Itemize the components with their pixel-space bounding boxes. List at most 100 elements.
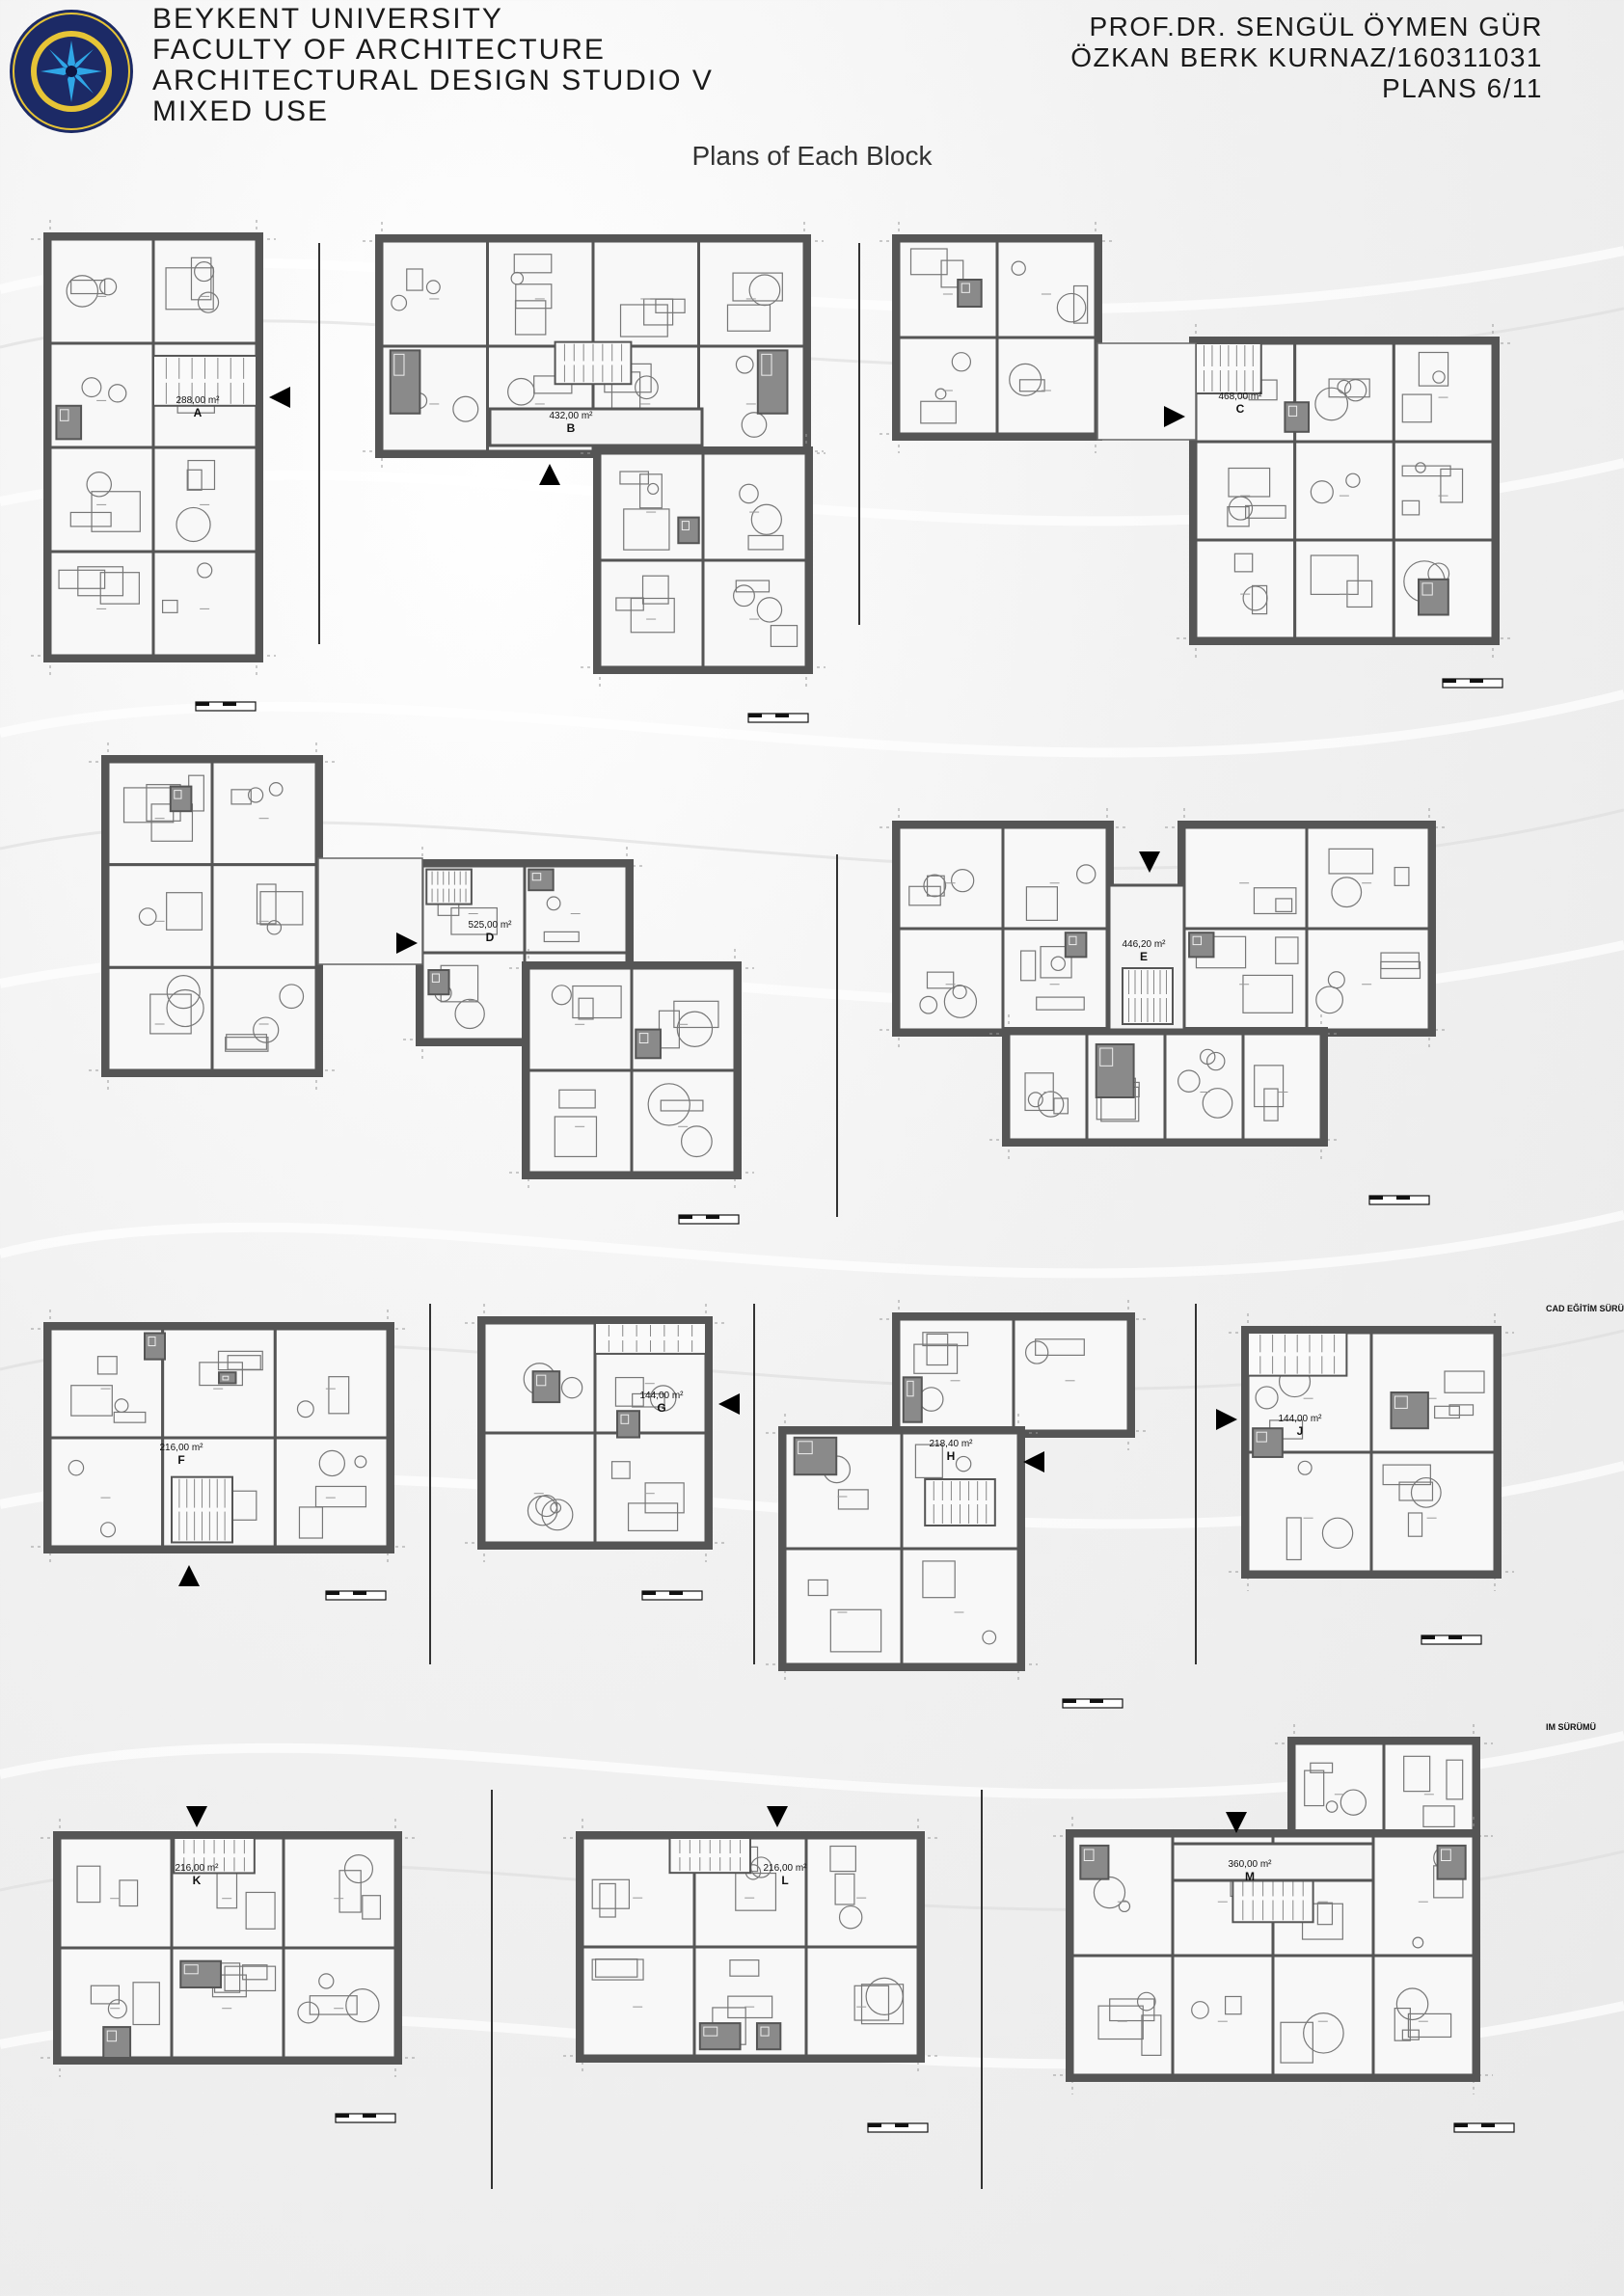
room [1246,1450,1373,1574]
block-letter: D [486,931,495,944]
furniture-table [1118,1900,1131,1913]
scale-bar [1062,1698,1123,1709]
furniture-item [1328,848,1374,875]
entrance-arrow [269,387,290,408]
scale-bar [325,1590,387,1601]
fixture [1287,405,1298,417]
furniture-table [943,985,978,1018]
scale-bar-segment [353,1591,366,1595]
furniture-table [345,1988,380,2023]
furniture-item [829,1608,882,1653]
fixture [761,353,772,376]
fixture [1421,582,1433,596]
furniture-item [259,891,304,926]
furniture-item [641,575,669,605]
furniture-item [1310,554,1359,595]
room [48,1436,165,1549]
scale-bar-segment [223,702,236,706]
furniture-item [735,1872,777,1911]
furniture-item [1040,946,1072,979]
furniture-table [546,896,561,911]
furniture-table [81,377,102,398]
entrance-arrow [1216,1409,1237,1430]
furniture-item [1035,1338,1085,1356]
block-area: 360,00 m² [1228,1859,1272,1870]
furniture-item [225,1037,269,1052]
scale-bar-segment [748,714,762,717]
header-right: PROF.DR. SENGÜL ÖYMEN GÜR ÖZKAN BERK KUR… [1070,12,1543,104]
room [897,239,999,339]
room [1369,1450,1497,1574]
furniture-item [726,304,771,332]
scale-bar-segment [895,2123,908,2127]
room [1194,440,1297,542]
furniture-item [1280,2021,1313,2064]
wet-room [616,1410,640,1439]
room [210,760,318,867]
furniture-table [266,920,283,935]
fixture [1069,935,1077,946]
furniture-table [750,503,782,535]
furniture-table [1345,473,1361,488]
room [697,344,806,453]
room [58,1836,174,1950]
furniture-item [1304,1769,1325,1807]
room [804,1836,920,1949]
room [1012,1317,1130,1433]
room [1171,1954,1275,2077]
furniture-item [623,508,670,551]
room [1241,1032,1323,1142]
room [783,1547,904,1666]
wet-room [1418,578,1449,616]
room [598,558,705,669]
outer-wall [522,961,742,1179]
block-area: 468,00 m² [1218,392,1262,402]
furniture-table [1050,956,1066,972]
furniture-table [354,1455,367,1469]
outer-wall [778,1426,1025,1671]
furniture-table [138,907,157,927]
scale-bar-segment [775,714,789,717]
fixture [961,283,970,293]
wet-room [102,2026,132,2060]
furniture-item [298,1506,324,1539]
furniture-item [837,1489,869,1510]
entrance-arrow [767,1806,788,1827]
room [1001,927,1109,1032]
furniture-item [1286,1517,1302,1561]
scale-bar-segment [1470,679,1483,683]
scale-bar-segment [669,1591,683,1595]
furniture-item [1097,2005,1144,2040]
furniture-item [1407,1512,1423,1537]
furniture-item [660,1099,704,1112]
page-subtitle: Plans of Each Block [691,141,933,171]
block-area: 288,00 m² [176,395,220,406]
wet-room [1390,1391,1429,1430]
furniture-item [1263,1088,1279,1121]
furniture-table [1343,379,1367,402]
furniture-item [1440,468,1464,503]
scale-bar [867,2122,929,2133]
furniture-table [1310,480,1334,504]
block-area: 216,00 m² [763,1863,807,1874]
fixture [760,2026,770,2037]
scale-bar-segment [1090,1699,1103,1703]
block-area: 218,40 m² [929,1439,973,1449]
entrance-arrow [396,932,418,954]
wet-room [179,1959,223,1989]
furniture-table [756,597,783,623]
furniture-table [86,472,112,498]
scale-bar-segment [196,702,209,706]
furniture-item [1275,936,1299,964]
furniture-table [739,483,759,504]
scale-bar [1421,1634,1482,1645]
scale-bar-segment [1421,1635,1435,1639]
furniture-table [951,352,972,372]
furniture-table [1177,1069,1201,1093]
scale-bar [195,701,257,712]
link-bridge [1096,342,1197,441]
furniture-item [914,1444,943,1479]
furniture-item [96,1356,118,1375]
furniture-item [747,534,784,551]
furniture-table [253,1016,280,1043]
